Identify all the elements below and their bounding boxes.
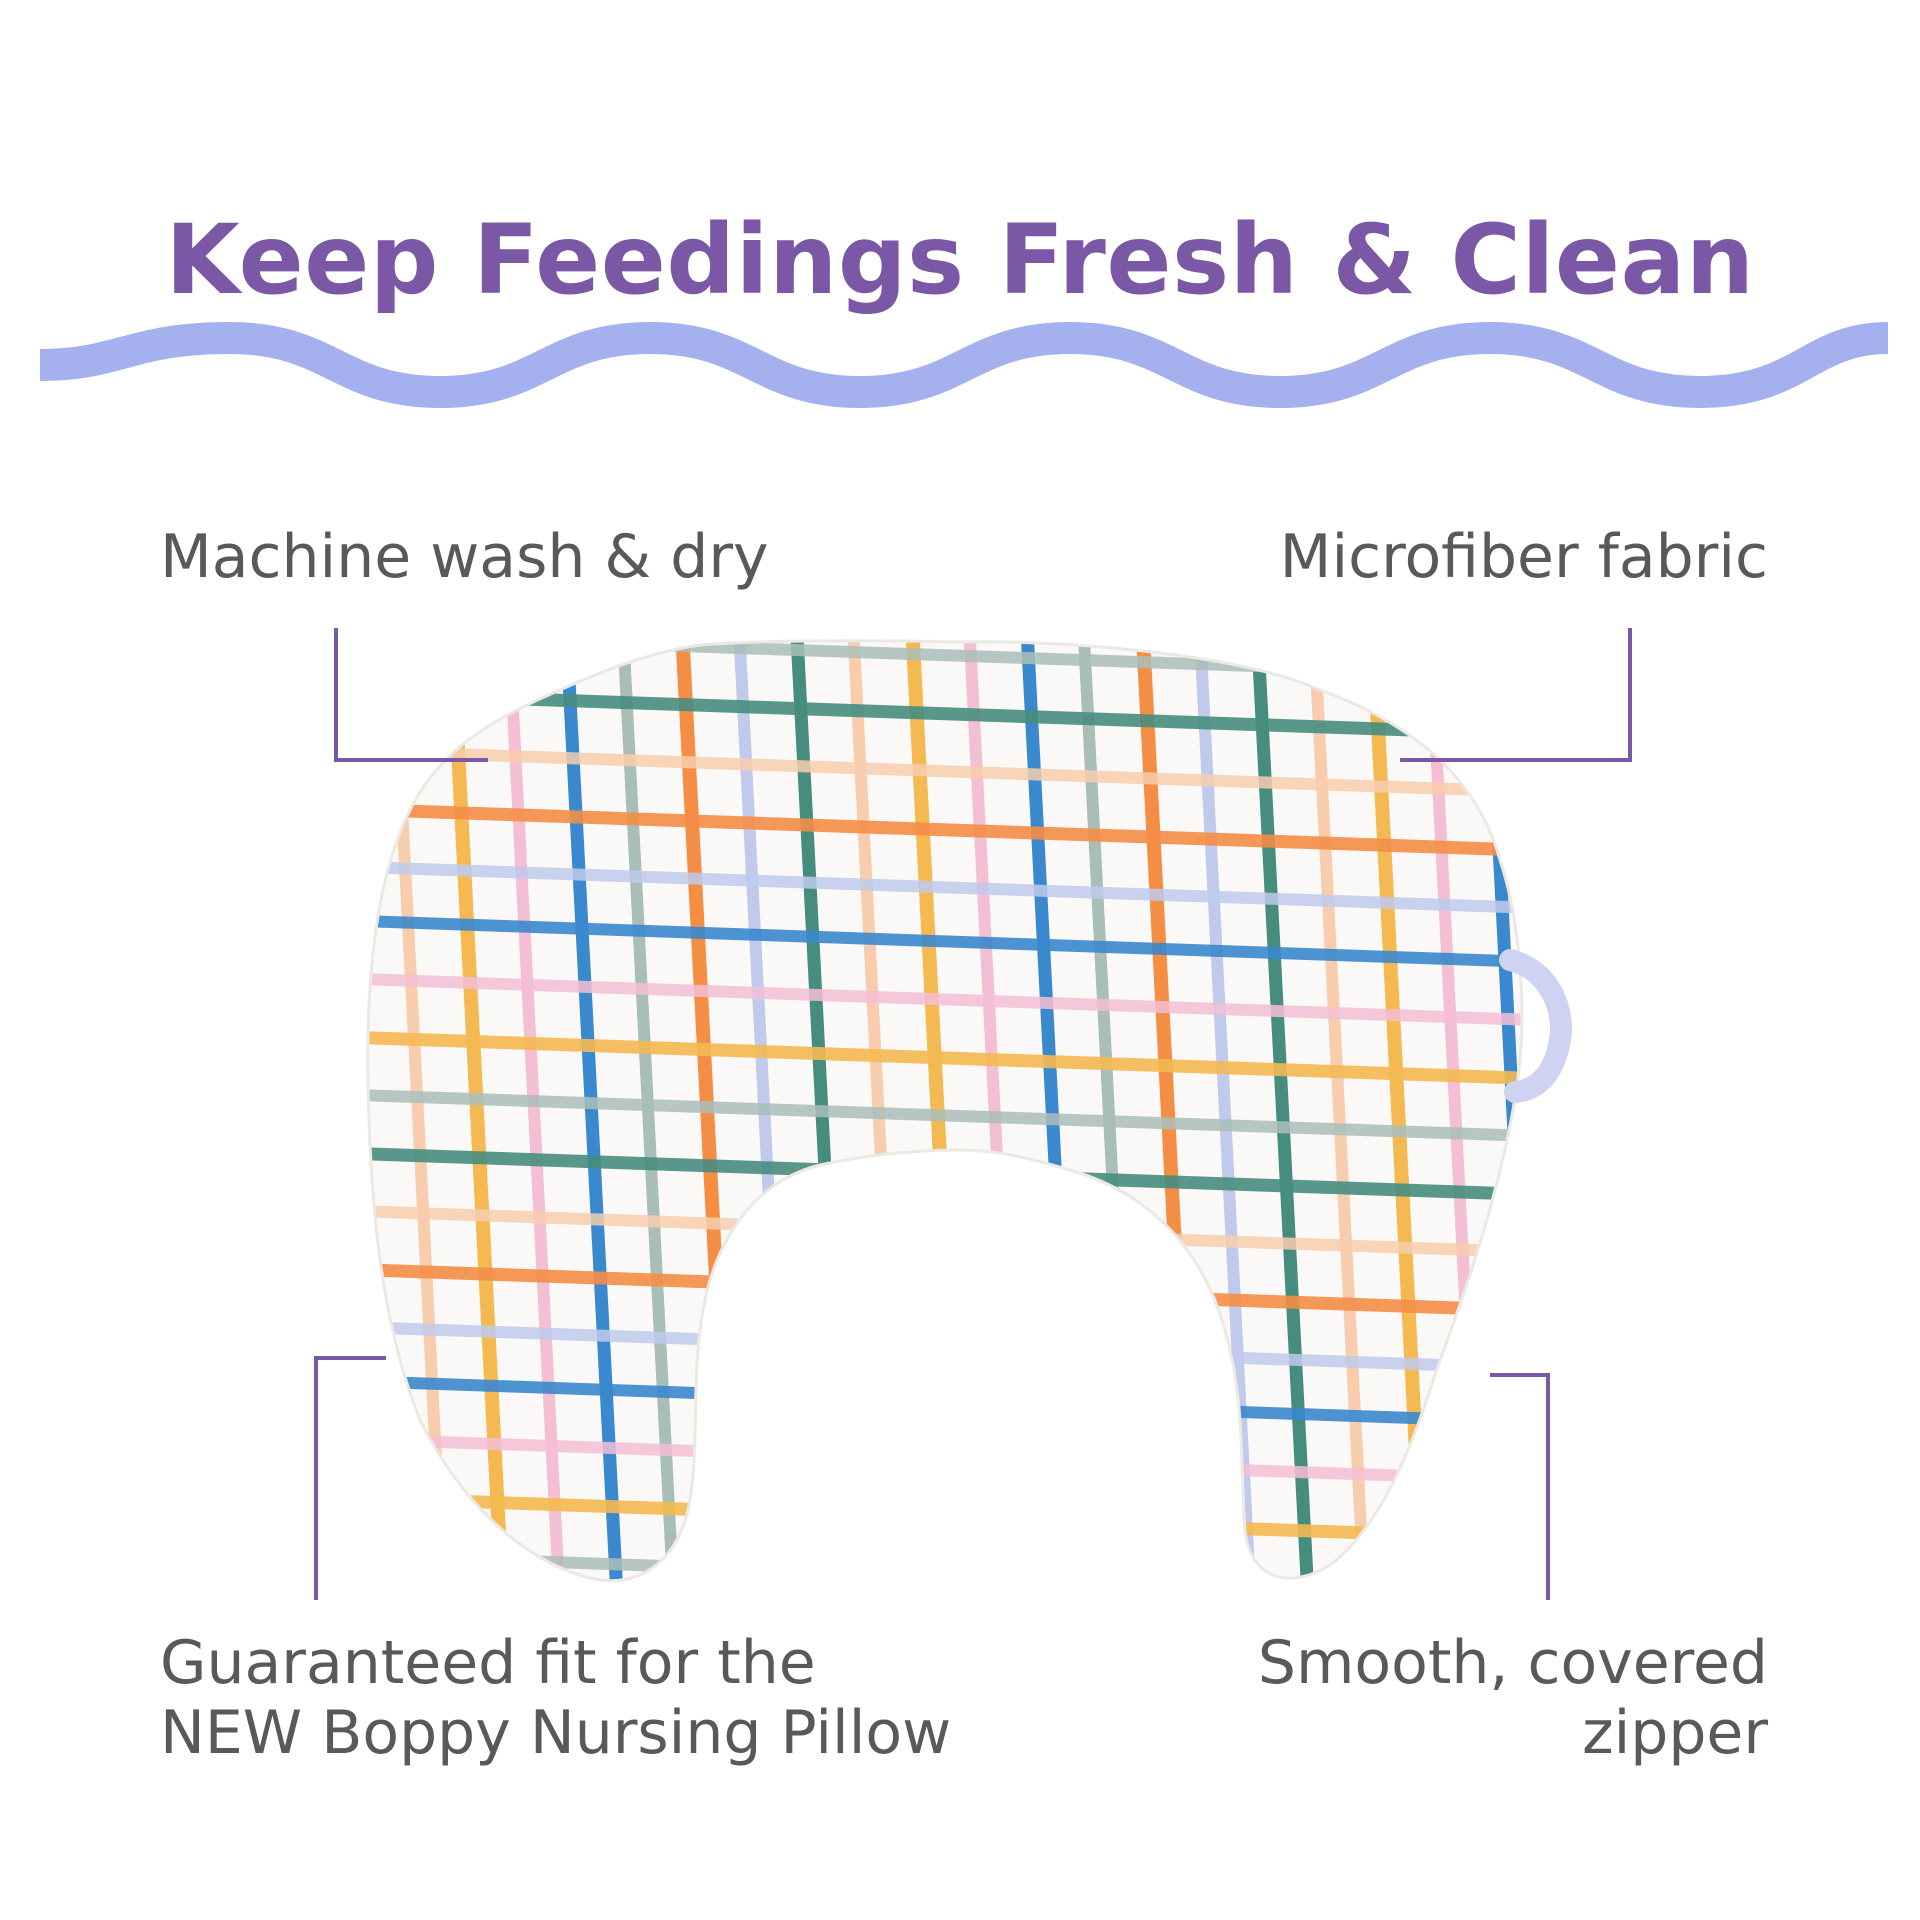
pillow-handle-icon bbox=[1499, 949, 1572, 1103]
callout-line-bottom-right bbox=[1490, 1373, 1550, 1600]
callout-line-bottom-left bbox=[314, 1356, 386, 1600]
pillow-outline bbox=[366, 639, 1524, 1583]
feature-machine-wash: Machine wash & dry bbox=[160, 522, 769, 592]
callout-line-top-left bbox=[334, 628, 488, 762]
feature-covered-zipper: Smooth, covered zipper bbox=[1257, 1628, 1768, 1768]
feature-guaranteed-fit: Guaranteed fit for the NEW Boppy Nursing… bbox=[160, 1628, 952, 1768]
wave-line bbox=[39, 321, 1889, 409]
wave-divider bbox=[39, 321, 1889, 409]
feature-microfiber: Microfiber fabric bbox=[1279, 522, 1768, 592]
callout-line-top-right bbox=[1400, 628, 1632, 762]
page-title: Keep Feedings Fresh & Clean bbox=[165, 204, 1755, 317]
